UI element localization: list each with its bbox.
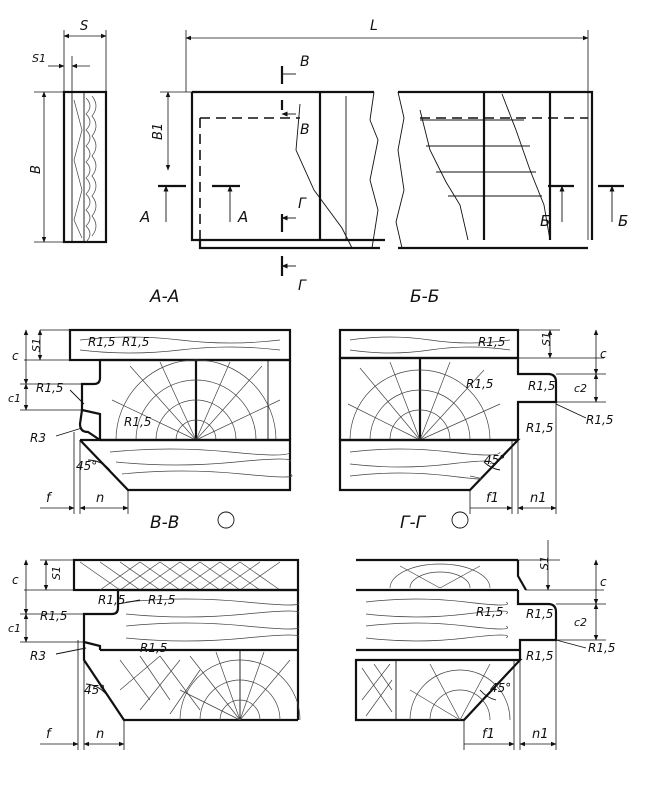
aa-r15-2: R1,5 bbox=[122, 335, 149, 349]
vv-dim-c: c bbox=[12, 573, 19, 587]
vv-r15-2: R1,5 bbox=[148, 593, 175, 607]
dim-b-label: B bbox=[29, 165, 44, 174]
section-gg-title: Г-Г bbox=[400, 513, 427, 533]
vv-angle: 45° bbox=[84, 683, 105, 697]
section-vv-title: В-В bbox=[150, 513, 179, 533]
gg-r15-4: R1,5 bbox=[526, 649, 553, 663]
bb-r15-2: R1,5 bbox=[466, 377, 493, 391]
gg-r15-3: R1,5 bbox=[588, 641, 615, 655]
section-bb: S1 c c2 R1,5 R1,5 R1,5 R1,5 R1,5 45° f1 … bbox=[338, 328, 613, 514]
bb-r15-3: R1,5 bbox=[528, 379, 555, 393]
aa-dim-s1: S1 bbox=[30, 338, 43, 352]
section-vv: S1 c c1 R1,5 R1,5 R1,5 R1,5 R3 45° f n bbox=[8, 558, 301, 750]
aa-dim-c: c bbox=[12, 349, 19, 363]
gg-dim-n1: n1 bbox=[532, 727, 549, 742]
cut-b-label-1: Б bbox=[540, 212, 550, 230]
vv-r15-4: R1,5 bbox=[140, 641, 167, 655]
vv-r15-3: R1,5 bbox=[40, 609, 67, 623]
vv-dim-f: f bbox=[46, 727, 53, 742]
vv-r15-1: R1,5 bbox=[98, 593, 125, 607]
aa-r15-3: R1,5 bbox=[36, 381, 63, 395]
bb-r15-4: R1,5 bbox=[586, 413, 613, 427]
gg-dim-s1: S1 bbox=[538, 556, 551, 570]
vv-dim-s1: S1 bbox=[50, 566, 63, 580]
cut-a-label-1: A bbox=[139, 208, 150, 226]
aa-dim-c1: c1 bbox=[8, 392, 21, 405]
bb-dim-s1: S1 bbox=[540, 332, 553, 346]
cut-v-label-1: В bbox=[300, 54, 310, 70]
bb-dim-c: c bbox=[600, 347, 607, 361]
dim-s1-label: S1 bbox=[32, 52, 46, 65]
vv-r3: R3 bbox=[30, 649, 46, 663]
cut-g-label-1: Г bbox=[298, 196, 307, 212]
gg-dim-c: c bbox=[600, 575, 607, 589]
cut-v-label-2: В bbox=[300, 122, 310, 138]
section-aa-title: А-А bbox=[149, 287, 179, 307]
aa-r3: R3 bbox=[30, 431, 46, 445]
plan-view: L В В B1 A bbox=[139, 18, 628, 294]
section-gg: S1 c c2 R1,5 R1,5 R1,5 R1,5 45° f1 n1 bbox=[354, 540, 615, 750]
bb-r15-5: R1,5 bbox=[526, 421, 553, 435]
vv-dim-c1: c1 bbox=[8, 622, 21, 635]
gg-r15-1: R1,5 bbox=[476, 605, 503, 619]
bb-dim-c2: c2 bbox=[574, 382, 587, 395]
aa-dim-f: f bbox=[46, 491, 53, 506]
vv-dim-n: n bbox=[96, 727, 104, 742]
section-aa: S1 c c1 R1,5 R1,5 R1,5 R1,5 R3 45° f n bbox=[8, 328, 293, 514]
section-bb-title: Б-Б bbox=[410, 287, 439, 307]
gg-dim-f1: f1 bbox=[482, 727, 495, 742]
gg-r15-2: R1,5 bbox=[526, 607, 553, 621]
bb-dim-f1: f1 bbox=[486, 491, 499, 506]
side-view: S S1 B bbox=[29, 19, 108, 244]
gg-angle: 45° bbox=[490, 681, 511, 695]
bb-angle: 45° bbox=[484, 453, 505, 467]
bb-r15-1: R1,5 bbox=[478, 335, 505, 349]
gg-dim-c2: c2 bbox=[574, 616, 587, 629]
dim-l-label: L bbox=[370, 18, 378, 34]
aa-r15-1: R1,5 bbox=[88, 335, 115, 349]
cut-a-label-2: A bbox=[237, 208, 248, 226]
cut-b-label-2: Б bbox=[618, 212, 628, 230]
cut-g-label-2: Г bbox=[298, 278, 307, 294]
aa-angle: 45° bbox=[76, 459, 97, 473]
dim-b1-label: B1 bbox=[151, 123, 166, 140]
dim-s-label: S bbox=[80, 19, 88, 34]
aa-dim-n: n bbox=[96, 491, 104, 506]
aa-r15-4: R1,5 bbox=[124, 415, 151, 429]
bb-dim-n1: n1 bbox=[530, 491, 547, 506]
